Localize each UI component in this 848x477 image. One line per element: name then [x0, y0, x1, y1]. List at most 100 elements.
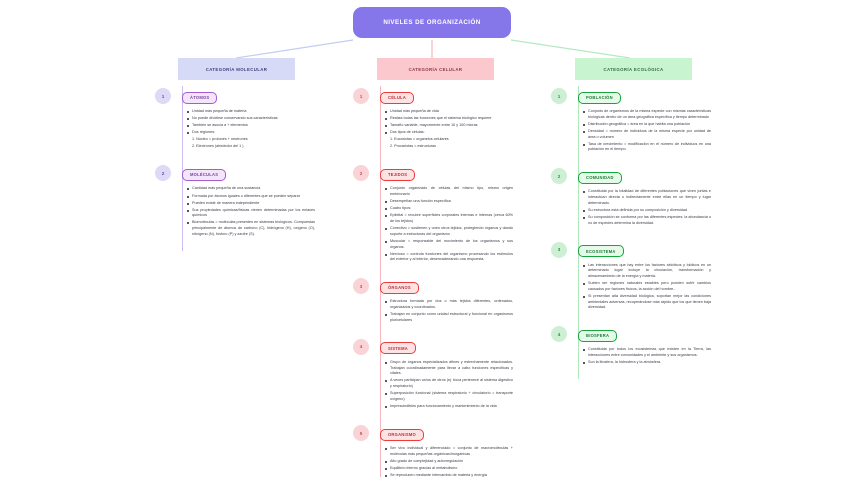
bullet-item: Cuatro tipos: [385, 206, 513, 212]
category-header-celular[interactable]: CATEGORÍA CELULAR [377, 58, 494, 80]
branch-number-badge[interactable]: 2 [353, 165, 369, 182]
bullet-item: Sus propiedades químicas/físicas vienen … [187, 208, 315, 219]
branch-number-badge[interactable]: 2 [551, 168, 567, 185]
branch-body: BIOSFERA Constituida por todos los ecosis… [578, 324, 711, 367]
bullet-list: Conjunto organizado de células del mismo… [380, 186, 513, 263]
bullet-list: Conjunto de organismos de la misma espec… [578, 109, 711, 153]
column-ecologica: 1 POBLACIÓN Conjunto de organismos de la m… [551, 86, 711, 380]
bullet-item: Se reproducen mediante intercambio de ma… [385, 473, 513, 477]
node-title: SISTEMA [388, 345, 408, 351]
branch-body: COMUNIDAD Constituida por la totalidad de… [578, 166, 711, 227]
bullet-item: 1. Eucariotas = organelos celulares [390, 137, 449, 142]
bullet-list: Constituida por la totalidad de diferent… [578, 189, 711, 226]
branch-number-badge[interactable]: 3 [353, 278, 369, 295]
bullet-list: Estructura formada por dos o más tejidos… [380, 299, 513, 323]
bullet-item: Tamaño variable, mayormente entre 10 y 1… [385, 123, 513, 129]
branch-number-badge[interactable]: 3 [551, 241, 567, 258]
bullet-item: Constituida por la totalidad de diferent… [583, 189, 711, 206]
branch-body: ECOSISTEMA Las interacciones que hay entr… [578, 240, 711, 313]
branch-celular-organismo: 5 ORGANISMO Ser vivo individual y diferenc… [353, 423, 513, 477]
node-title: ÓRGANOS [388, 285, 411, 291]
node-title: ORGANISMO [388, 432, 416, 438]
branch-number-badge[interactable]: 1 [551, 88, 567, 104]
node-title: MOLÉCULAS [190, 172, 219, 178]
node-pill[interactable]: ÓRGANOS [380, 281, 419, 294]
node-pill[interactable]: CÉLULA [380, 91, 415, 104]
root-label: NIVELES DE ORGANIZACIÓN [383, 19, 481, 26]
category-header-ecologica[interactable]: CATEGORÍA ECOLÓGICA [575, 58, 692, 80]
bullet-item: Distribución geográfica = área en la que… [583, 122, 711, 128]
node-title: POBLACIÓN [586, 95, 613, 100]
bullet-item: A veces participan un/os de otros (ej. b… [385, 378, 513, 389]
branch-number-badge[interactable]: 4 [353, 338, 369, 355]
bullet-item: Tasa de crecimiento = modificación en el… [583, 142, 711, 153]
branch-ecologica-ecosistema: 3 ECOSISTEMA Las interacciones que hay ent… [551, 240, 711, 313]
branch-body: ÓRGANOS Estructura formada por dos o más … [380, 276, 513, 325]
bullet-item: Equilibrio interno gracias al metabolism… [385, 466, 513, 472]
bullet-item: Conectivo = sostienen y unen otros tejid… [385, 226, 513, 237]
node-pill[interactable]: ORGANISMO [380, 428, 424, 441]
branch-number-badge[interactable]: 5 [353, 425, 369, 442]
root-node[interactable]: NIVELES DE ORGANIZACIÓN [353, 7, 511, 38]
bullet-item: Trabajan en conjunto como unidad estruct… [385, 312, 513, 323]
branch-body: ORGANISMO Ser vivo individual y diferenci… [380, 423, 513, 477]
bullet-item: También se asocia a + elementos [187, 123, 315, 129]
node-pill[interactable]: BIOSFERA [578, 329, 618, 342]
node-pill[interactable]: SISTEMA [380, 342, 416, 355]
node-pill[interactable]: POBLACIÓN [578, 91, 621, 104]
spine-celular [380, 86, 381, 477]
category-header-molecular[interactable]: CATEGORÍA MOLECULAR [178, 58, 295, 80]
bullet-item: Alto grado de complejidad y autorregulac… [385, 459, 513, 465]
branch-ecologica-comunidad: 2 COMUNIDAD Constituida por la totalidad d… [551, 166, 711, 227]
bullet-item: Superposición funcional (sistema respira… [385, 391, 513, 402]
branch-number-badge[interactable]: 2 [155, 165, 171, 182]
node-title: TEJIDOS [388, 172, 408, 178]
bullet-item: Suelen ser regiones naturales estables p… [583, 281, 711, 292]
bullet-item: Su estructura está definida por su compo… [583, 208, 711, 214]
node-pill[interactable]: TEJIDOS [380, 168, 416, 181]
bullet-item: Constituida por todos los ecosistemas qu… [583, 347, 711, 358]
branch-number-badge[interactable]: 1 [353, 88, 369, 104]
branch-ecologica-biosfera: 4 BIOSFERA Constituida por todos los ecosi… [551, 324, 711, 367]
bullet-item: 2. Procariotas = estructuras [390, 144, 436, 149]
branch-number-badge[interactable]: 1 [155, 88, 171, 104]
node-pill[interactable]: ECOSISTEMA [578, 245, 624, 258]
bullet-item: Epitelial = recubre superficies corporal… [385, 213, 513, 224]
bullet-item: Ser vivo individual y diferenciado = con… [385, 446, 513, 457]
branch-body: TEJIDOS Conjunto organizado de células de… [380, 163, 513, 264]
bullet-item: Si presentan alta diversidad biológica, … [583, 294, 711, 311]
node-pill[interactable]: MOLÉCULAS [182, 168, 227, 181]
branch-body: POBLACIÓN Conjunto de organismos de la mi… [578, 86, 711, 154]
bullet-item: Conjunto de organismos de la misma espec… [583, 109, 711, 120]
node-pill[interactable]: COMUNIDAD [578, 171, 622, 184]
bullet-list: Constituida por todos los ecosistemas qu… [578, 347, 711, 365]
bullet-item: Estructura formada por dos o más tejidos… [385, 299, 513, 310]
bullet-item: Son la litosfera, la hidrosfera y la atm… [583, 360, 711, 366]
bullet-item: Formada por átomos iguales o diferentes … [187, 194, 315, 200]
bullet-item: Las interacciones que hay entre los fact… [583, 263, 711, 280]
bullet-item: Nervioso = controla funciones del organi… [385, 252, 513, 263]
bullet-item: Su composición se conforma por las difer… [583, 215, 711, 226]
node-title: ÁTOMOS [190, 95, 210, 100]
category-label-celular: CATEGORÍA CELULAR [408, 66, 463, 72]
node-title: ECOSISTEMA [586, 248, 616, 254]
bullet-item: Pueden existir de manera independiente [187, 201, 315, 207]
category-label-molecular: CATEGORÍA MOLECULAR [205, 66, 268, 72]
node-pill[interactable]: ÁTOMOS [182, 91, 218, 104]
bullet-item: 1. Núcleo = protones + neutrones [192, 137, 248, 142]
branch-number-badge[interactable]: 4 [551, 326, 567, 343]
bullet-item: Desempeñan una función específica [385, 199, 513, 205]
spine-ecologica [578, 86, 579, 380]
bullet-item: Muscular = responsable del movimiento de… [385, 239, 513, 250]
